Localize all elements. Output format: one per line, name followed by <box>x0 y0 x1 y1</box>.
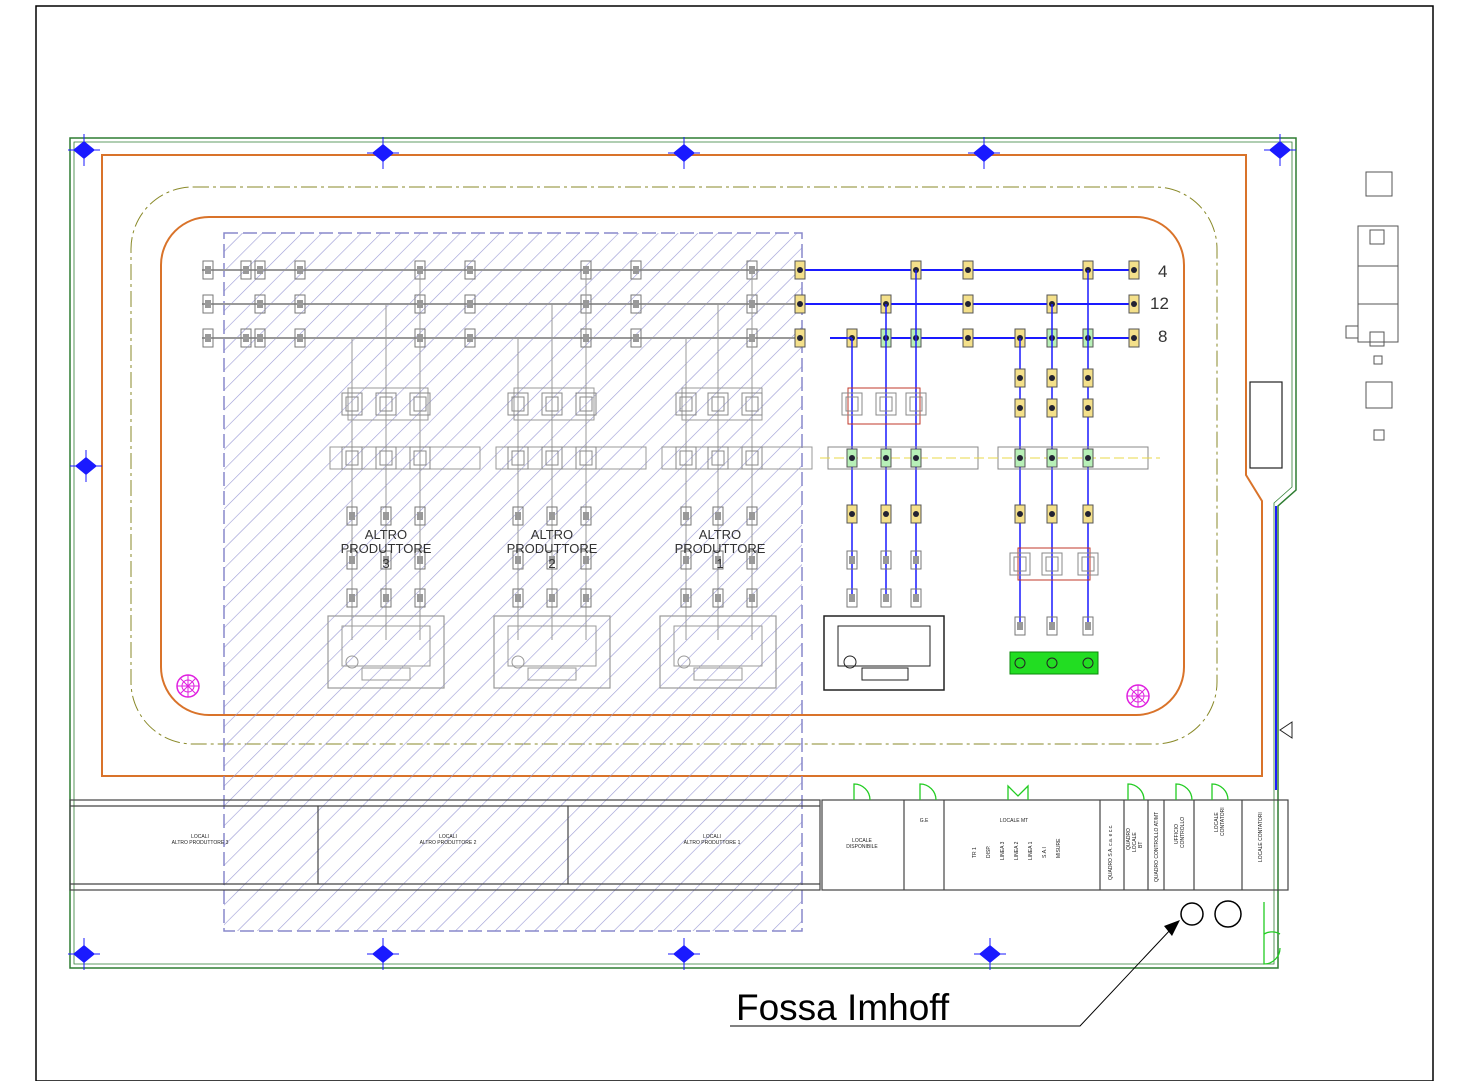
svg-text:CONTATORI: CONTATORI <box>1220 807 1226 836</box>
svg-text:LINEA 2: LINEA 2 <box>1014 841 1020 860</box>
fossa-imhoff-label: Fossa Imhoff <box>736 987 950 1028</box>
svg-text:ALTRO PRODUTTORE 2: ALTRO PRODUTTORE 2 <box>420 840 477 846</box>
svg-text:QUADRO: QUADRO <box>1126 828 1132 850</box>
room-label-locale-contatori: LOCALE CONTATORI <box>1258 812 1264 862</box>
svg-text:2: 2 <box>548 556 555 571</box>
new-plant-structures <box>820 387 1160 581</box>
svg-text:LINEA 3: LINEA 3 <box>1000 841 1006 860</box>
new-transformer <box>823 615 945 691</box>
svg-text:UFFICIO: UFFICIO <box>1174 824 1180 844</box>
dashdot-boundary <box>130 186 1218 745</box>
producer-label-3: ALTRO PRODUTTORE 3 <box>341 527 432 571</box>
room-label-producer-3: LOCALI ALTRO PRODUTTORE 3 <box>172 834 229 846</box>
svg-text:LOCALI: LOCALI <box>703 834 721 840</box>
room-label-ge: G.E <box>920 818 929 824</box>
svg-text:LINEA 1: LINEA 1 <box>1028 841 1034 860</box>
svg-text:PRODUTTORE: PRODUTTORE <box>341 541 432 556</box>
producer-bays <box>329 270 813 640</box>
inner-road-outer <box>101 154 1263 777</box>
svg-text:BT: BT <box>1138 842 1144 848</box>
drawing-frame <box>35 5 1434 1081</box>
callout-arrowhead-icon <box>1164 920 1180 936</box>
perimeter-fence <box>69 137 1297 969</box>
room-label-locale-disponibile: LOCALE DISPONIBILE <box>846 838 878 850</box>
mt-panel-labels: TR 1 DISP. LINEA 3 LINEA 2 LINEA 1 S.A.I… <box>972 838 1062 860</box>
svg-text:LOCALE: LOCALE <box>1214 812 1220 832</box>
svg-text:LOCALE: LOCALE <box>852 838 872 844</box>
septic-tank-circle <box>1180 902 1204 926</box>
svg-text:TR 1: TR 1 <box>972 847 978 858</box>
room-label-locale-quadro-bt: QUADRO LOCALE BT <box>1126 828 1144 852</box>
svg-text:3: 3 <box>382 556 389 571</box>
room-label-quadro-sa: QUADRO S.A. c.a. e c.c. <box>1108 824 1114 880</box>
svg-text:DISPONIBILE: DISPONIBILE <box>846 844 878 850</box>
callout-leader <box>730 927 1173 1027</box>
producer-label-2: ALTRO PRODUTTORE 2 <box>507 527 598 571</box>
svg-text:ALTRO: ALTRO <box>531 527 573 542</box>
feeder-number-4: 4 <box>1158 262 1167 281</box>
room-label-contatori: LOCALE CONTATORI <box>1214 807 1226 836</box>
svg-text:LOCALI: LOCALI <box>439 834 457 840</box>
svg-text:ALTRO: ALTRO <box>699 527 741 542</box>
room-label-quadro-controllo: QUADRO CONTROLLO AT/MT <box>1154 812 1160 882</box>
detail-elevation <box>1345 171 1399 441</box>
green-grounding-pads <box>1009 651 1099 675</box>
svg-text:DISP.: DISP. <box>986 846 992 858</box>
svg-text:ALTRO PRODUTTORE 1: ALTRO PRODUTTORE 1 <box>684 840 741 846</box>
entrance-arrow-icon <box>1279 721 1293 739</box>
room-label-producer-2: LOCALI ALTRO PRODUTTORE 2 <box>420 834 477 846</box>
magenta-symbol-right <box>1126 684 1150 708</box>
feeder-number-8: 8 <box>1158 327 1167 346</box>
svg-text:MISURE: MISURE <box>1056 838 1062 858</box>
svg-text:CONTROLLO: CONTROLLO <box>1180 817 1186 848</box>
svg-text:ALTRO: ALTRO <box>365 527 407 542</box>
new-plant-equipment <box>841 368 1099 636</box>
room-label-locale-mt: LOCALE MT <box>1000 818 1028 824</box>
side-enclosure <box>1249 381 1283 469</box>
septic-tank-well <box>1214 900 1242 928</box>
feeder-number-12: 12 <box>1150 294 1169 313</box>
svg-text:ALTRO PRODUTTORE 3: ALTRO PRODUTTORE 3 <box>172 840 229 846</box>
svg-text:LOCALE: LOCALE <box>1132 832 1138 852</box>
producer-label-1: ALTRO PRODUTTORE 1 <box>675 527 766 571</box>
room-label-ufficio: UFFICIO CONTROLLO <box>1174 817 1186 848</box>
svg-text:PRODUTTORE: PRODUTTORE <box>675 541 766 556</box>
room-label-producer-1: LOCALI ALTRO PRODUTTORE 1 <box>684 834 741 846</box>
magenta-symbol-left <box>176 674 200 698</box>
other-producer-area <box>223 232 803 932</box>
svg-text:LOCALI: LOCALI <box>191 834 209 840</box>
building-strip <box>69 799 1289 891</box>
svg-text:S.A.I: S.A.I <box>1042 847 1048 858</box>
svg-text:PRODUTTORE: PRODUTTORE <box>507 541 598 556</box>
green-doors <box>853 783 1281 965</box>
svg-text:1: 1 <box>716 556 723 571</box>
